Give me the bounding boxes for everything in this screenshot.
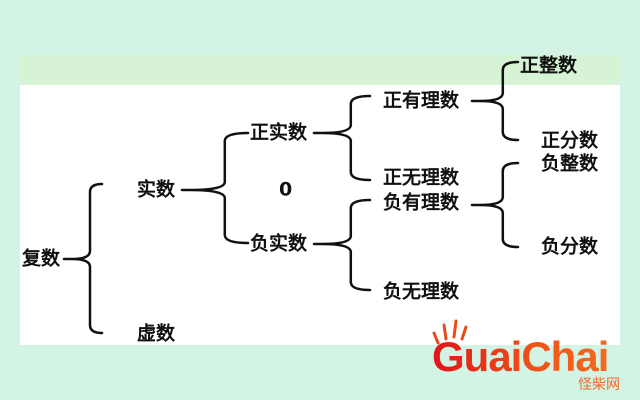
- node-positive-irrational: 正无理数: [383, 166, 460, 189]
- logo-subtitle: 怪柴网: [578, 377, 620, 393]
- brace-negative-real: [312, 198, 372, 292]
- node-real: 实数: [137, 178, 176, 201]
- node-positive-integer: 正整数: [520, 54, 578, 77]
- logo-sun-icon: [432, 319, 468, 345]
- brace-real: [180, 131, 250, 245]
- node-negative-real: 负实数: [250, 232, 308, 255]
- node-zero: 0: [279, 178, 293, 201]
- logo-text: GuaiChai: [432, 333, 609, 380]
- node-negative-integer: 负整数: [541, 152, 599, 175]
- brace-negative-rational: [470, 161, 520, 249]
- node-imaginary: 虚数: [137, 322, 176, 345]
- node-negative-rational: 负有理数: [383, 191, 460, 214]
- node-negative-fraction: 负分数: [541, 235, 599, 258]
- node-positive-real: 正实数: [250, 121, 308, 144]
- node-negative-irrational: 负无理数: [383, 280, 460, 303]
- brace-positive-real: [312, 94, 372, 182]
- brace-positive-rational: [470, 60, 520, 142]
- node-positive-fraction: 正分数: [541, 129, 599, 152]
- header-band: [20, 55, 620, 85]
- node-positive-rational: 正有理数: [383, 89, 460, 112]
- diagram-canvas: [20, 85, 620, 345]
- brace-complex: [62, 182, 104, 335]
- node-complex: 复数: [22, 247, 61, 270]
